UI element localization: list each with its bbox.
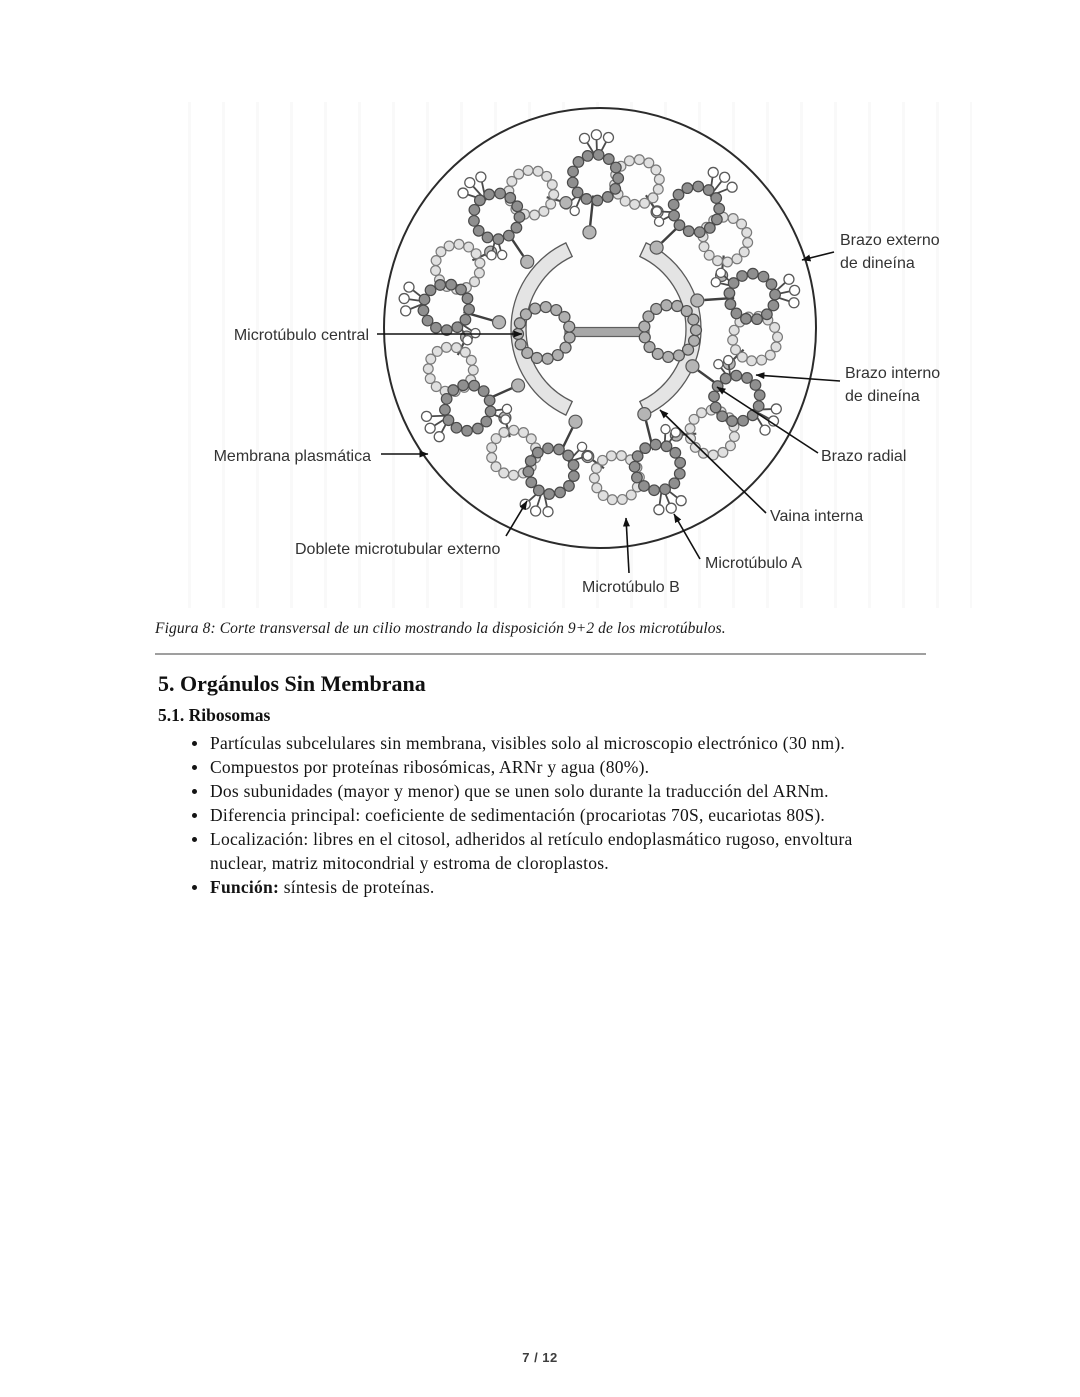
bullet-lead: Función:: [210, 877, 280, 897]
bullet-item: Función: síntesis de proteínas.: [190, 875, 904, 899]
microtubule-doublet: [457, 164, 573, 269]
label-doblete-microtubular-externo: Doblete microtubular externo: [295, 500, 528, 558]
label-microtubulo-a-text: Microtúbulo A: [705, 555, 802, 572]
microtubule-doublet: [420, 330, 526, 443]
microtubule-doublet: [649, 166, 754, 283]
label-doblete-microtubular-externo-text: Doblete microtubular externo: [295, 541, 501, 558]
label-vaina-interna: Vaina interna: [659, 409, 863, 525]
bullet-item: Dos subunidades (mayor y menor) que se u…: [190, 779, 904, 803]
bullet-text: Localización: libres en el citosol, adhe…: [210, 829, 853, 873]
bullet-text: Diferencia principal: coeficiente de sed…: [210, 805, 826, 825]
label-microtubulo-central: Microtúbulo central: [234, 327, 523, 344]
section-divider: [155, 653, 926, 655]
label-brazo-interno-de-dineina-text: de dineína: [845, 388, 920, 405]
label-membrana-plasmatica-text: Membrana plasmática: [214, 448, 372, 465]
label-brazo-externo-de-dineina: Brazo externo de dineína: [801, 232, 940, 272]
label-brazo-radial-text: Brazo radial: [821, 448, 906, 465]
central-microtubule-pair: [511, 299, 703, 365]
label-brazo-interno-de-dineina-text: Brazo interno: [845, 365, 940, 382]
label-microtubulo-b-text: Microtúbulo B: [582, 579, 680, 596]
label-brazo-interno-de-dineina: Brazo interno de dineína: [755, 365, 940, 405]
label-membrana-plasmatica: Membrana plasmática: [214, 448, 429, 465]
page-number: 7 / 12: [522, 1350, 558, 1365]
microtubule-doublet: [398, 238, 507, 346]
bullet-text: Compuestos por proteínas ribosómicas, AR…: [210, 757, 650, 777]
label-brazo-externo-de-dineina-text: Brazo externo: [840, 232, 940, 249]
bullet-item: Partículas subcelulares sin membrana, vi…: [190, 731, 904, 755]
bullet-item: Compuestos por proteínas ribosómicas, AR…: [190, 755, 904, 779]
bullet-item: Diferencia principal: coeficiente de sed…: [190, 803, 904, 827]
microtubule-doublet: [581, 407, 687, 516]
label-microtubulo-central-text: Microtúbulo central: [234, 327, 369, 344]
label-microtubulo-b: Microtúbulo B: [582, 517, 680, 596]
label-microtubulo-a: Microtúbulo A: [673, 513, 802, 572]
subsection-heading: 5.1. Ribosomas: [158, 705, 271, 725]
label-brazo-radial: Brazo radial: [716, 386, 906, 465]
figure-caption: Figura 8: Corte transversal de un cilio …: [155, 620, 726, 637]
bullet-text: síntesis de proteínas.: [279, 877, 435, 897]
microtubule-doublet: [690, 267, 801, 371]
bullet-item: Localización: libres en el citosol, adhe…: [190, 827, 904, 875]
bullet-list: Partículas subcelulares sin membrana, vi…: [190, 731, 904, 899]
label-brazo-externo-de-dineina-text: de dineína: [840, 255, 915, 272]
bullet-text: Partículas subcelulares sin membrana, vi…: [210, 733, 846, 753]
bullet-text: Dos subunidades (mayor y menor) que se u…: [210, 781, 829, 801]
section-heading: 5. Orgánulos Sin Membrana: [158, 671, 426, 696]
label-vaina-interna-text: Vaina interna: [770, 508, 863, 525]
